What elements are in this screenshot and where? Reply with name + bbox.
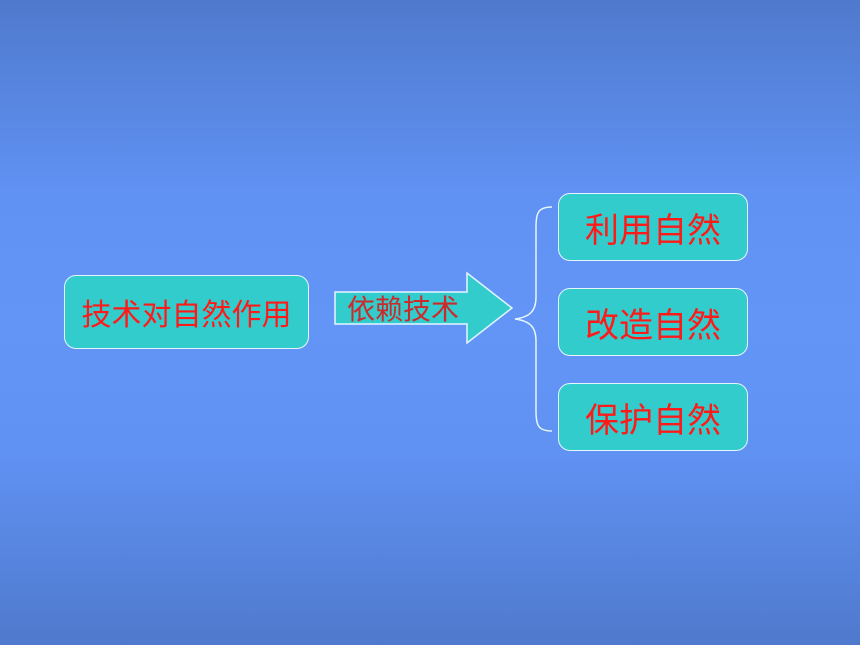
source-box: 技术对自然作用 bbox=[64, 275, 309, 349]
target-box-transform: 改造自然 bbox=[558, 288, 748, 356]
arrow-label: 依赖技术 bbox=[347, 293, 460, 326]
target-label: 利用自然 bbox=[585, 210, 721, 251]
left-brace-icon bbox=[514, 206, 553, 432]
target-box-use: 利用自然 bbox=[558, 193, 748, 261]
target-box-protect: 保护自然 bbox=[558, 383, 748, 451]
target-label: 改造自然 bbox=[585, 305, 721, 346]
target-label: 保护自然 bbox=[585, 400, 721, 441]
right-arrow-icon bbox=[334, 271, 514, 345]
source-label: 技术对自然作用 bbox=[81, 298, 292, 333]
